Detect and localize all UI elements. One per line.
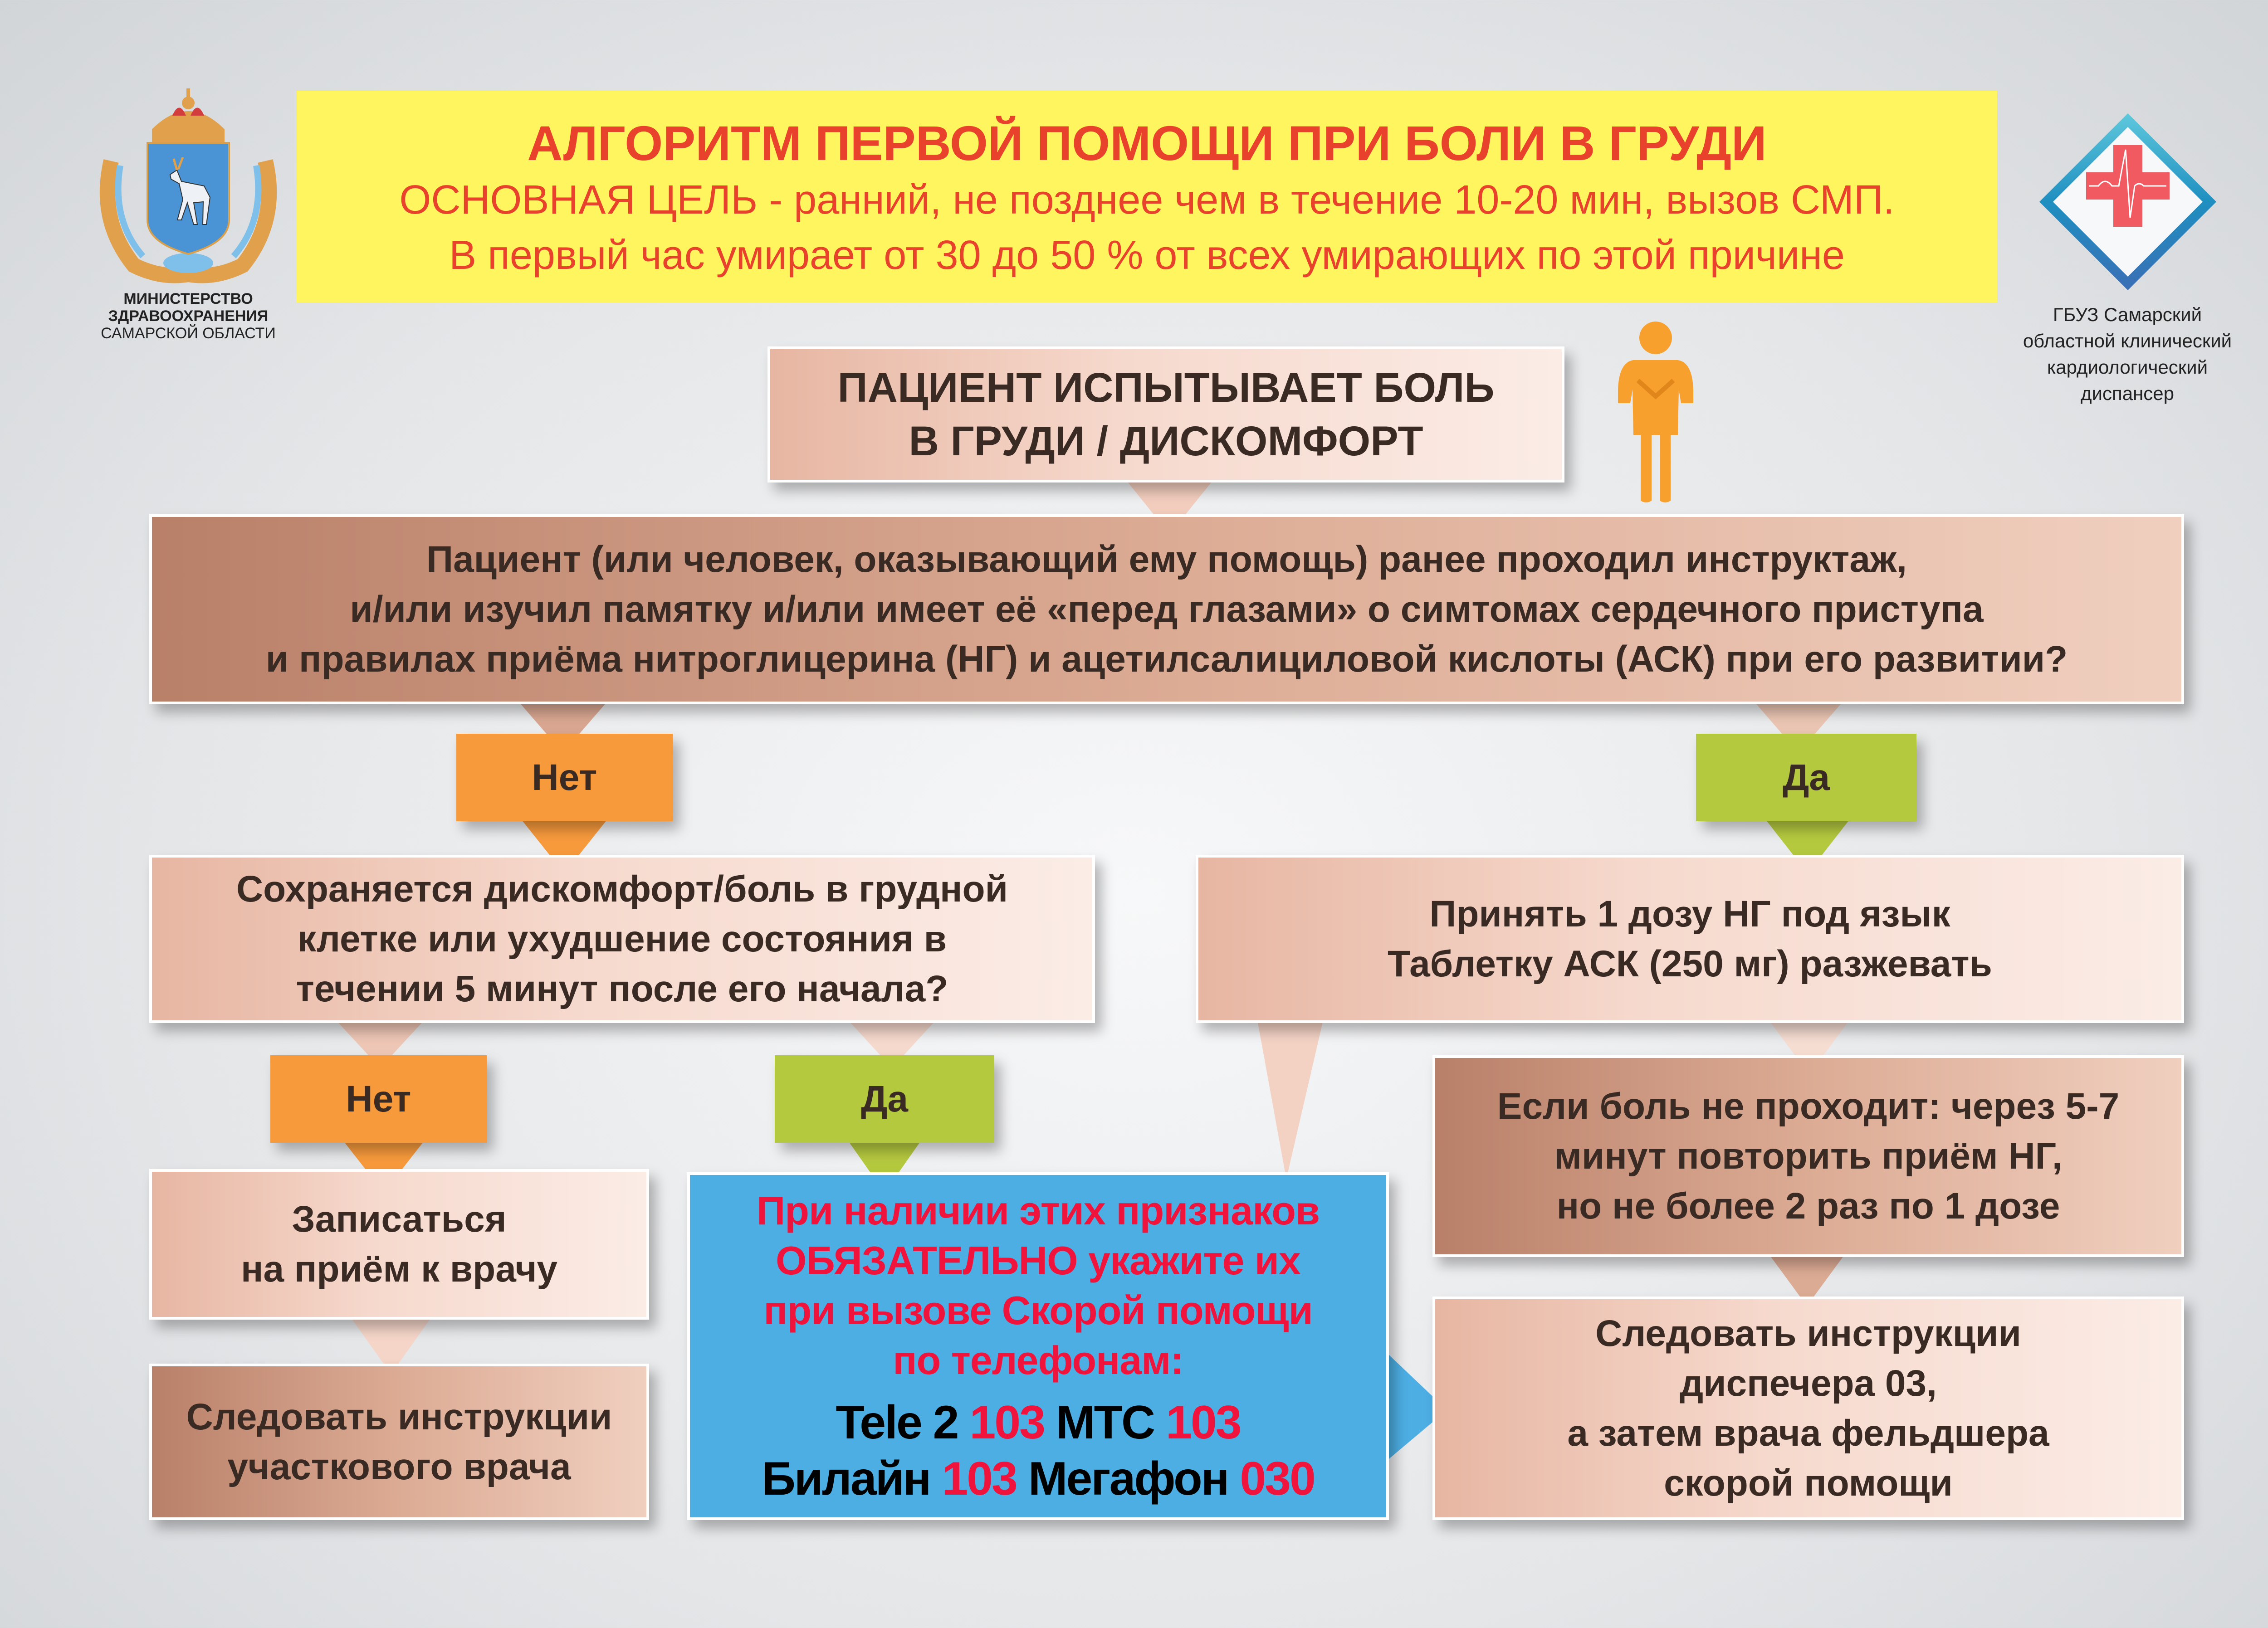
operator-tele2: Tele 2 xyxy=(836,1396,959,1449)
question1-box: Пациент (или человек, оказывающий ему по… xyxy=(149,514,2184,704)
follow-dispatcher-box: Следовать инструкции диспечера 03, а зат… xyxy=(1432,1297,2184,1520)
question1-line-3: и правилах приёма нитроглицерина (НГ) и … xyxy=(265,638,2068,680)
repeat-line-2: минут повторить приём НГ, xyxy=(1554,1135,2063,1177)
ministry-line-1: МИНИСТЕРСТВО xyxy=(123,290,253,307)
title: АЛГОРИТМ ПЕРВОЙ ПОМОЩИ ПРИ БОЛИ В ГРУДИ xyxy=(527,116,1767,171)
person-chest-pain-icon xyxy=(1615,322,1696,504)
question2-line-1: Сохраняется дискомфорт/боль в грудной xyxy=(236,868,1008,910)
call-line-3: при вызове Скорой помощи xyxy=(763,1287,1313,1333)
call-line-1: При наличии этих признаков xyxy=(757,1188,1320,1233)
start-box: ПАЦИЕНТ ИСПЫТЫВАЕТ БОЛЬ В ГРУДИ / ДИСКОМ… xyxy=(767,346,1564,483)
question1-line-2: и/или изучил памятку и/или имеет её «пер… xyxy=(350,588,1984,630)
dispensary-line-1: ГБУЗ Самарский xyxy=(2053,304,2202,325)
dispensary-line-2: областной клинический xyxy=(2023,330,2232,351)
doctor-visit-line-2: на приём к врачу xyxy=(240,1248,558,1290)
question2-line-3: течении 5 минут после его начала? xyxy=(296,968,948,1009)
follow-local-doctor-box: Следовать инструкции участкового врача xyxy=(149,1364,649,1520)
mortality-text: В первый час умирает от 30 до 50 % от вс… xyxy=(449,233,1845,278)
question1-line-1: Пациент (или человек, оказывающий ему по… xyxy=(426,538,1907,580)
yes-label-1: Да xyxy=(1696,734,1916,821)
operator-mts: МТС xyxy=(1056,1396,1155,1449)
start-line-1: ПАЦИЕНТ ИСПЫТЫВАЕТ БОЛЬ xyxy=(837,365,1495,411)
doctor-visit-line-1: Записаться xyxy=(292,1199,507,1240)
cardiology-cross-logo-icon xyxy=(2039,113,2216,290)
follow-local-line-1: Следовать инструкции xyxy=(186,1396,612,1438)
samara-coat-of-arms-icon xyxy=(93,84,284,288)
repeat-dose-box: Если боль не проходит: через 5-7 минут п… xyxy=(1432,1055,2184,1257)
start-line-2: В ГРУДИ / ДИСКОМФОРТ xyxy=(909,418,1423,464)
no-text-2: Нет xyxy=(346,1078,411,1120)
operator-megafon: Мегафон xyxy=(1028,1452,1230,1505)
repeat-line-1: Если боль не проходит: через 5-7 xyxy=(1497,1085,2120,1127)
follow-local-line-2: участкового врача xyxy=(227,1446,571,1487)
phone-mts[interactable]: 103 xyxy=(1166,1396,1242,1449)
ministry-line-2: ЗДРАВООХРАНЕНИЯ xyxy=(108,307,269,325)
follow-dispatcher-line-3: а затем врача фельдшера xyxy=(1567,1412,2049,1454)
no-text-1: Нет xyxy=(532,756,597,798)
repeat-line-3: но не более 2 раз по 1 дозе xyxy=(1556,1185,2060,1227)
dispensary-label: ГБУЗ Самарский областной клинический кар… xyxy=(1987,302,2268,407)
phone-megafon[interactable]: 030 xyxy=(1240,1452,1316,1505)
no-label-1: Нет xyxy=(456,734,673,821)
question2-line-2: клетке или ухудшение состояния в xyxy=(297,918,947,960)
follow-dispatcher-line-2: диспечера 03, xyxy=(1680,1362,1937,1404)
dispensary-line-4: диспансер xyxy=(2081,383,2174,404)
yes-text-2: Да xyxy=(860,1078,909,1120)
emergency-call-box: При наличии этих признаков ОБЯЗАТЕЛЬНО у… xyxy=(687,1172,1389,1520)
yes-text-1: Да xyxy=(1782,756,1830,798)
ministry-label: МИНИСТЕРСТВО ЗДРАВООХРАНЕНИЯ САМАРСКОЙ О… xyxy=(77,290,299,342)
take-meds-box: Принять 1 дозу НГ под язык Таблетку АСК … xyxy=(1196,855,2184,1023)
take-meds-line-1: Принять 1 дозу НГ под язык xyxy=(1429,893,1950,935)
doctor-visit-box: Записаться на приём к врачу xyxy=(149,1169,649,1320)
phones-row-1: Tele 2 103 МТС 103 xyxy=(836,1394,1242,1451)
take-meds-line-2: Таблетку АСК (250 мг) разжевать xyxy=(1388,943,1992,985)
operator-beeline: Билайн xyxy=(762,1452,931,1505)
call-line-4: по телефонам: xyxy=(893,1337,1183,1383)
no-label-2: Нет xyxy=(270,1055,487,1143)
header-banner: АЛГОРИТМ ПЕРВОЙ ПОМОЩИ ПРИ БОЛИ В ГРУДИ … xyxy=(297,91,1997,302)
yes-label-2: Да xyxy=(775,1055,994,1143)
phones-row-2: Билайн 103 Мегафон 030 xyxy=(762,1451,1316,1507)
phone-beeline[interactable]: 103 xyxy=(942,1452,1018,1505)
goal-text: ОСНОВНАЯ ЦЕЛЬ - ранний, не позднее чем в… xyxy=(399,177,1895,223)
arrow-meds-to-call xyxy=(1257,1020,1323,1179)
follow-dispatcher-line-1: Следовать инструкции xyxy=(1595,1312,2021,1354)
phone-tele2[interactable]: 103 xyxy=(969,1396,1046,1449)
call-line-2: ОБЯЗАТЕЛЬНО укажите их xyxy=(776,1238,1301,1283)
question2-box: Сохраняется дискомфорт/боль в грудной кл… xyxy=(149,855,1095,1023)
follow-dispatcher-line-4: скорой помощи xyxy=(1664,1462,1953,1504)
ministry-line-3: САМАРСКОЙ ОБЛАСТИ xyxy=(101,325,276,342)
dispensary-line-3: кардиологический xyxy=(2047,356,2208,378)
